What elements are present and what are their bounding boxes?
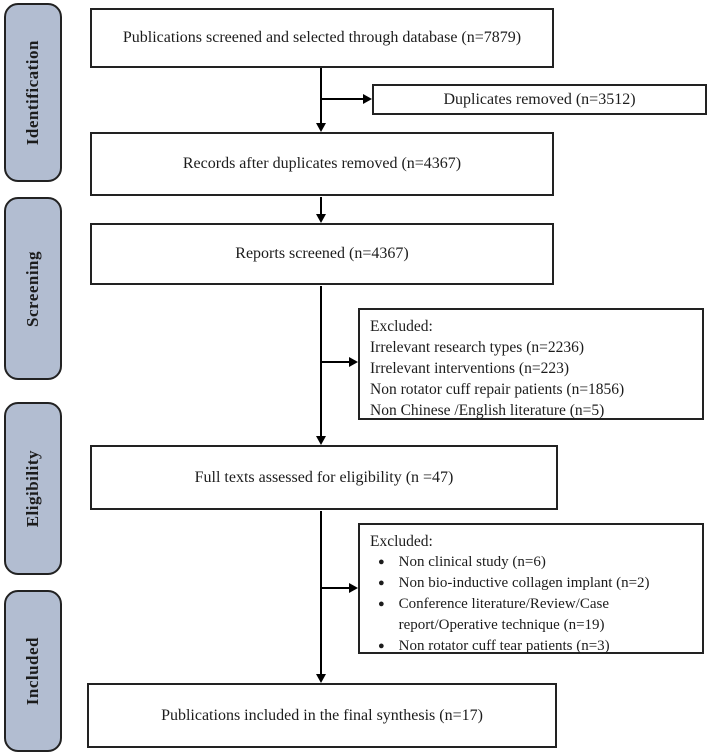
excluded-eligibility-title: Excluded: bbox=[370, 533, 433, 550]
stage-identification: Identification bbox=[4, 3, 62, 182]
bullet-icon: ● bbox=[378, 556, 385, 568]
box-records-after-duplicates: Records after duplicates removed (n=4367… bbox=[90, 132, 554, 196]
excluded-screening-item: Irrelevant research types (n=2236) bbox=[370, 339, 585, 356]
excluded-eligibility-item: ● Non rotator cuff tear patients (n=3) bbox=[370, 636, 696, 657]
bullet-icon: ● bbox=[378, 598, 385, 610]
box-publications-included: Publications included in the final synth… bbox=[87, 683, 557, 748]
excluded-eligibility-item: ● Non clinical study (n=6) bbox=[370, 552, 696, 573]
stage-eligibility: Eligibility bbox=[4, 402, 62, 575]
bullet-icon: ● bbox=[378, 577, 385, 589]
excluded-screening-item: Non Chinese /English literature (n=5) bbox=[370, 402, 605, 419]
excluded-eligibility-item: ● Non bio-inductive collagen implant (n=… bbox=[370, 573, 696, 594]
excluded-eligibility-item-text: Conference literature/Review/Case report… bbox=[398, 596, 609, 633]
box-excluded-screening: Excluded: Irrelevant research types (n=2… bbox=[358, 308, 704, 420]
stage-screening-label: Screening bbox=[23, 250, 42, 327]
excluded-eligibility-item-text: Non rotator cuff tear patients (n=3) bbox=[398, 638, 610, 654]
box-records-after-duplicates-text: Records after duplicates removed (n=4367… bbox=[182, 155, 462, 172]
excluded-screening-item: Irrelevant interventions (n=223) bbox=[370, 360, 569, 377]
excluded-eligibility-item: ● Conference literature/Review/Case repo… bbox=[370, 594, 696, 636]
excluded-eligibility-item-text: Non bio-inductive collagen implant (n=2) bbox=[398, 575, 650, 591]
excluded-screening-title: Excluded: bbox=[370, 318, 433, 335]
box-full-texts-assessed: Full texts assessed for eligibility (n =… bbox=[90, 445, 558, 510]
box-excluded-eligibility: Excluded: ● Non clinical study (n=6) ● N… bbox=[358, 523, 704, 654]
excluded-screening-item: Non rotator cuff repair patients (n=1856… bbox=[370, 381, 625, 398]
box-publications-screened-text: Publications screened and selected throu… bbox=[122, 29, 522, 46]
stage-eligibility-label: Eligibility bbox=[23, 449, 42, 528]
box-reports-screened: Reports screened (n=4367) bbox=[90, 223, 554, 285]
box-reports-screened-text: Reports screened (n=4367) bbox=[235, 245, 409, 262]
box-full-texts-assessed-text: Full texts assessed for eligibility (n =… bbox=[194, 468, 454, 486]
box-publications-included-text: Publications included in the final synth… bbox=[161, 706, 483, 724]
stage-included-label: Included bbox=[23, 636, 42, 706]
box-duplicates-removed: Duplicates removed (n=3512) bbox=[372, 84, 707, 115]
stage-identification-label: Identification bbox=[23, 39, 42, 146]
box-publications-screened: Publications screened and selected throu… bbox=[90, 8, 554, 68]
stage-screening: Screening bbox=[4, 197, 62, 380]
excluded-eligibility-item-text: Non clinical study (n=6) bbox=[398, 554, 546, 570]
box-duplicates-removed-text: Duplicates removed (n=3512) bbox=[443, 90, 636, 108]
stage-included: Included bbox=[4, 590, 62, 752]
bullet-icon: ● bbox=[378, 640, 385, 652]
